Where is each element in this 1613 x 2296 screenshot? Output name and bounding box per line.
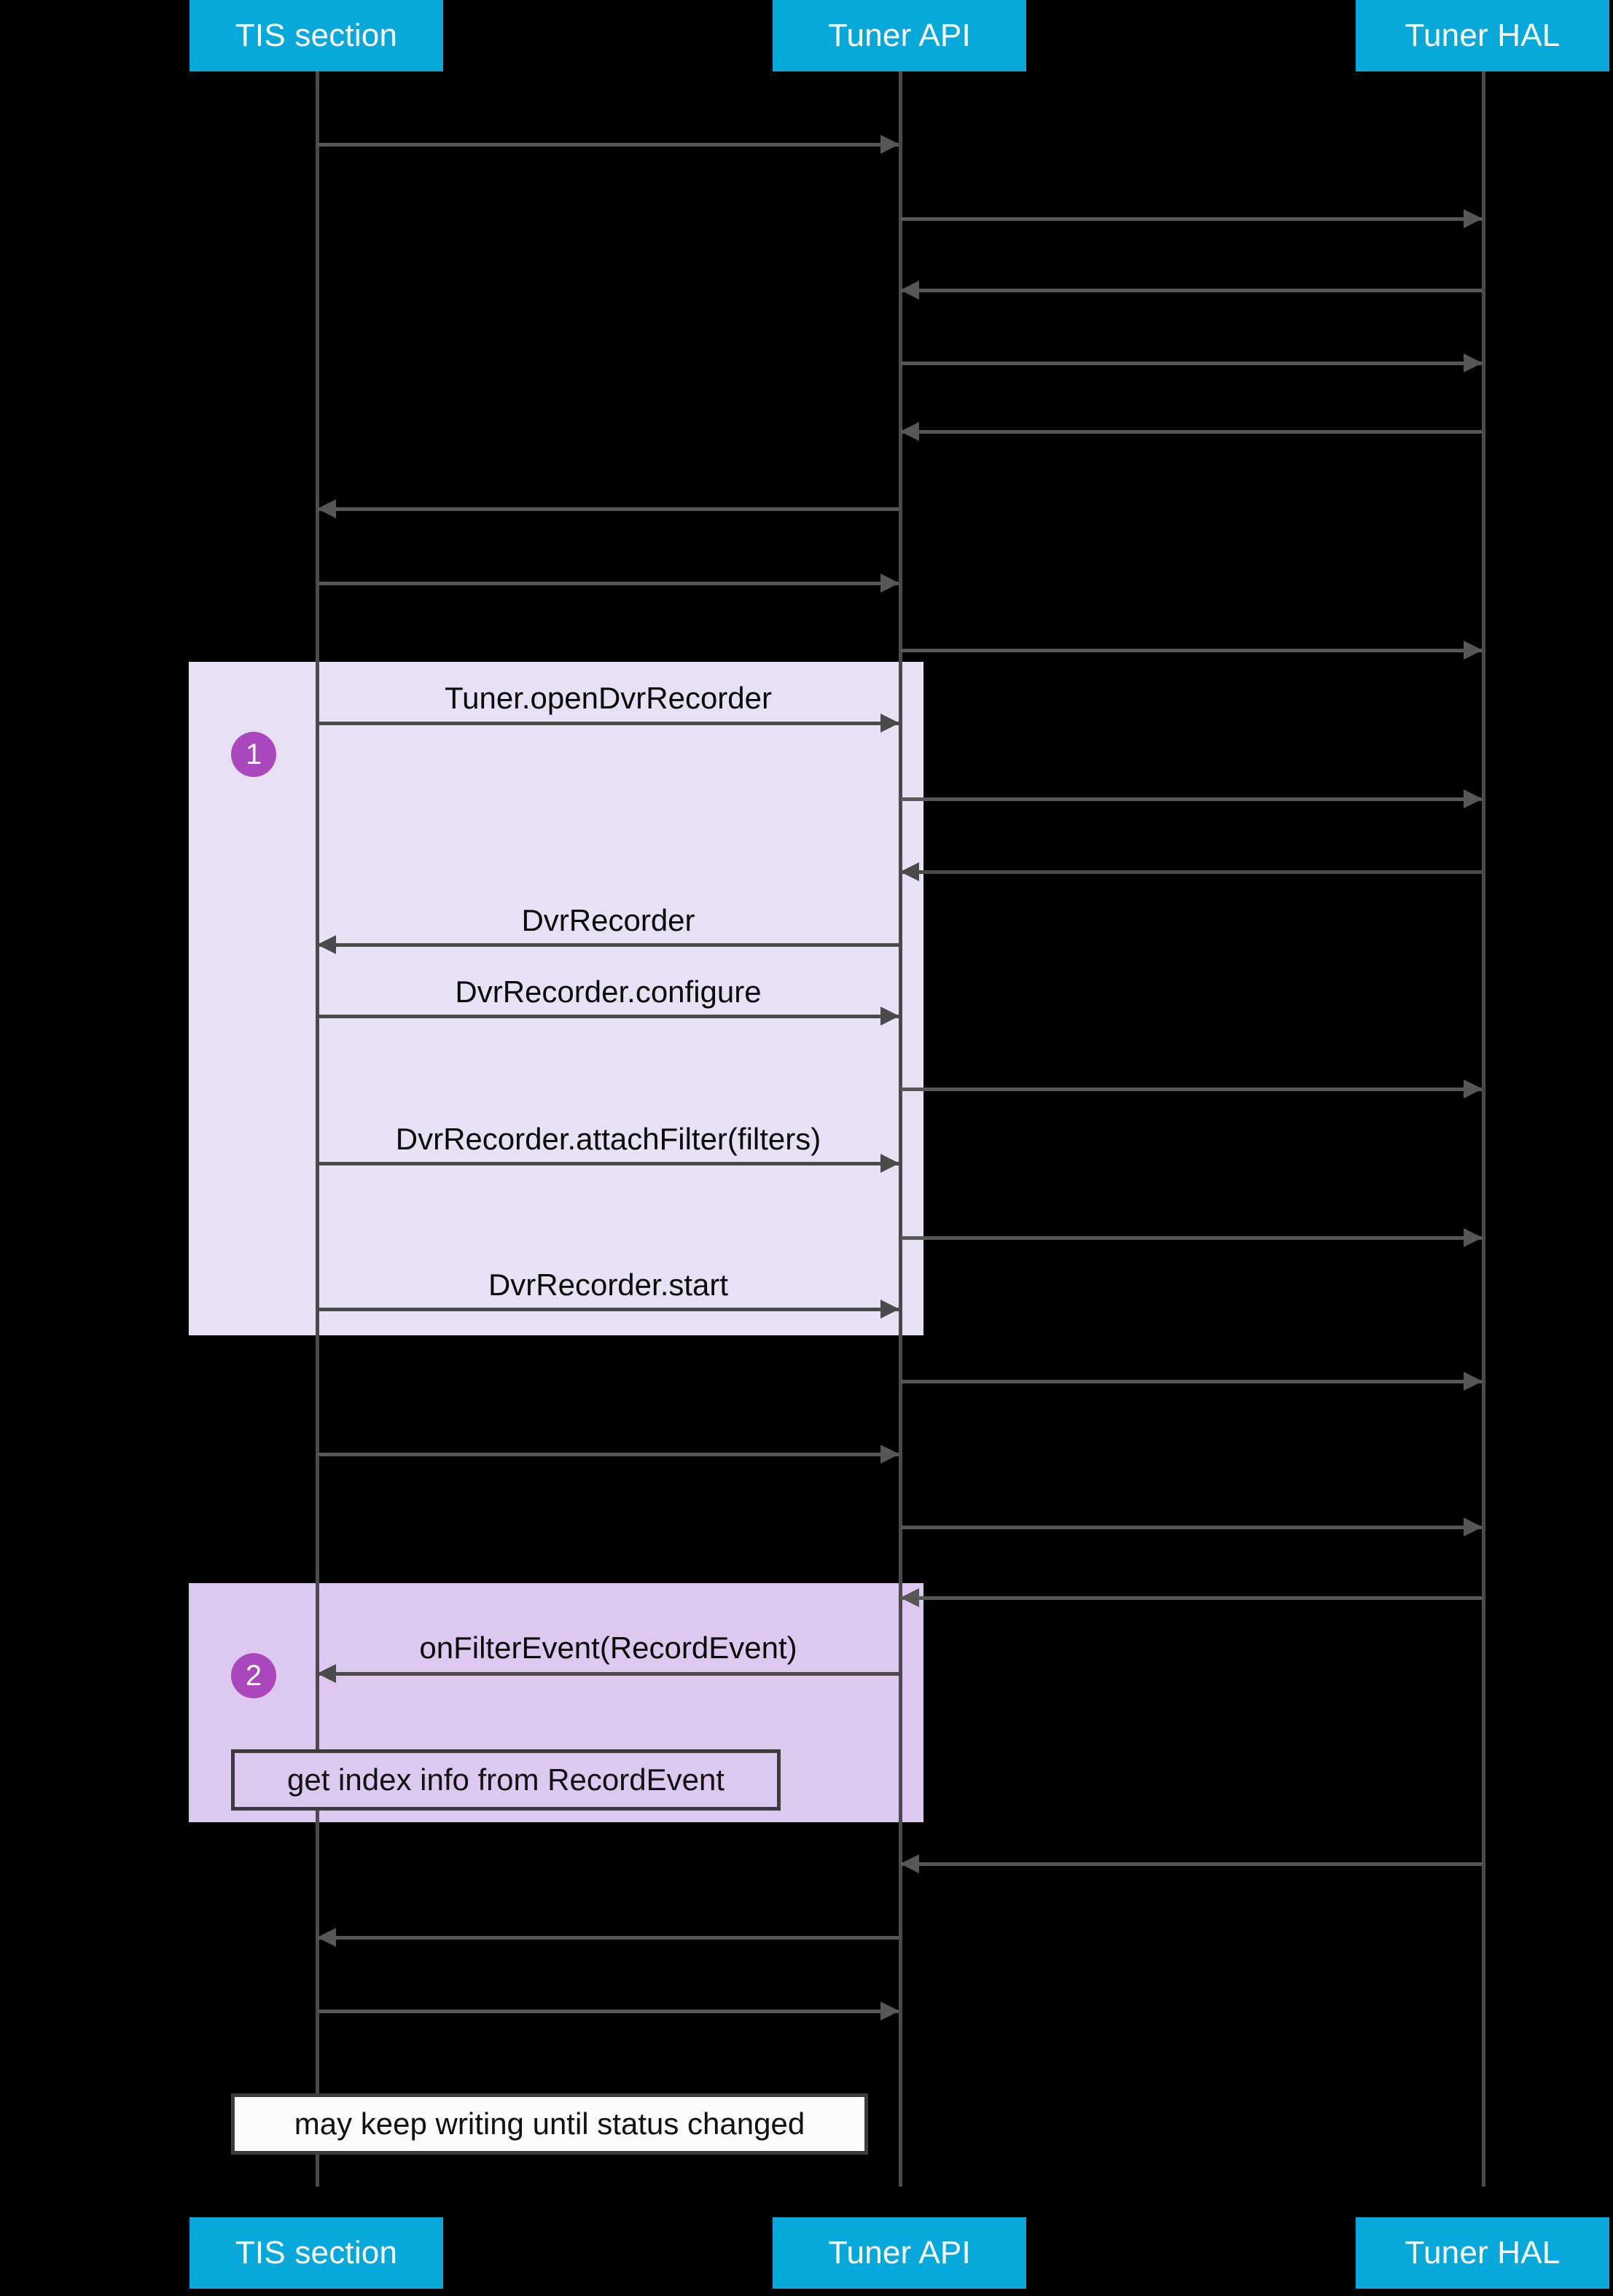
lifeline-hal (1482, 70, 1485, 2187)
arrowhead-icon (1464, 1228, 1483, 1247)
arrowhead-icon (1464, 789, 1483, 808)
arrowhead-icon (880, 1300, 899, 1319)
arrowhead-icon (880, 1154, 899, 1173)
region-2-badge: 2 (231, 1653, 276, 1698)
message-label-open-dvr-recorder: Tuner.openDvrRecorder (445, 681, 772, 715)
arrowhead-icon (317, 935, 336, 954)
message-label-on-filter-event: onFilterEvent(RecordEvent) (419, 1631, 797, 1665)
lifeline-tis-seg-region1 (316, 662, 319, 1335)
message-label-dvr-recorder-configure: DvrRecorder.configure (455, 975, 762, 1009)
region-1-box (189, 662, 923, 1335)
participant-header-hal[interactable]: Tuner HAL (1356, 0, 1609, 71)
arrowhead-icon (1464, 641, 1483, 660)
message-arrow-unlabeled-17 (900, 1854, 1482, 1873)
message-arrow-unlabeled-2 (901, 209, 1483, 228)
participant-footer-tis[interactable]: TIS section (190, 2217, 443, 2289)
message-arrow-unlabeled-3 (900, 281, 1482, 300)
message-arrow-on-filter-event (317, 1664, 899, 1683)
message-arrow-open-dvr-recorder (318, 714, 899, 733)
message-label-dvr-recorder: DvrRecorder (521, 903, 695, 937)
message-arrow-unlabeled-14 (318, 1445, 899, 1464)
participant-header-api[interactable]: Tuner API (773, 0, 1026, 71)
arrowhead-icon (880, 714, 899, 733)
arrowhead-icon (900, 422, 919, 441)
message-arrow-unlabeled-11 (901, 1079, 1483, 1098)
message-arrow-unlabeled-7 (318, 574, 899, 593)
note-get-index-info: get index info from RecordEvent (231, 1749, 781, 1811)
participant-header-tis[interactable]: TIS section (190, 0, 443, 71)
lifeline-api-seg-region2 (899, 1583, 902, 1822)
arrowhead-icon (1464, 209, 1483, 228)
message-label-dvr-recorder-start: DvrRecorder.start (488, 1268, 729, 1302)
message-arrow-dvr-recorder-start (318, 1300, 899, 1319)
message-arrow-unlabeled-9 (901, 789, 1483, 808)
arrowhead-icon (880, 574, 899, 593)
note-may-keep-writing: may keep writing until status changed (231, 2093, 868, 2155)
arrowhead-icon (317, 1664, 336, 1683)
arrowhead-icon (317, 499, 336, 518)
arrowhead-icon (1464, 1518, 1483, 1536)
message-arrow-unlabeled-15 (901, 1518, 1483, 1536)
arrowhead-icon (900, 1588, 919, 1607)
participant-footer-api[interactable]: Tuner API (773, 2217, 1026, 2289)
arrowhead-icon (317, 1928, 336, 1947)
lifeline-tis-seg-region2 (316, 1583, 319, 1822)
message-arrow-dvr-recorder-configure (318, 1007, 899, 1026)
message-arrow-unlabeled-13 (901, 1372, 1483, 1391)
arrowhead-icon (1464, 1079, 1483, 1098)
message-arrow-dvr-recorder (317, 935, 899, 954)
participant-footer-hal[interactable]: Tuner HAL (1356, 2217, 1609, 2289)
message-arrow-unlabeled-18 (317, 1928, 899, 1947)
arrowhead-icon (880, 2002, 899, 2020)
lifeline-api-seg-region1 (899, 662, 902, 1335)
arrowhead-icon (880, 1445, 899, 1464)
arrowhead-icon (880, 1007, 899, 1026)
message-arrow-unlabeled-4 (901, 354, 1483, 372)
message-arrow-unlabeled-6 (317, 499, 899, 518)
message-arrow-unlabeled-5 (900, 422, 1482, 441)
message-arrow-unlabeled-12 (901, 1228, 1483, 1247)
arrowhead-icon (1464, 354, 1483, 372)
message-arrow-unlabeled-1 (318, 135, 899, 154)
arrowhead-icon (880, 135, 899, 154)
arrowhead-icon (900, 1854, 919, 1873)
arrowhead-icon (900, 281, 919, 300)
message-arrow-unlabeled-19 (318, 2002, 899, 2020)
message-arrow-unlabeled-16 (900, 1588, 1482, 1607)
message-arrow-unlabeled-8 (901, 641, 1483, 660)
message-arrow-dvr-recorder-attach-filter (318, 1154, 899, 1173)
arrowhead-icon (1464, 1372, 1483, 1391)
message-label-dvr-recorder-attach-filter: DvrRecorder.attachFilter(filters) (395, 1122, 821, 1156)
arrowhead-icon (900, 862, 919, 881)
region-1-badge: 1 (231, 732, 276, 777)
message-arrow-unlabeled-10 (900, 862, 1482, 881)
